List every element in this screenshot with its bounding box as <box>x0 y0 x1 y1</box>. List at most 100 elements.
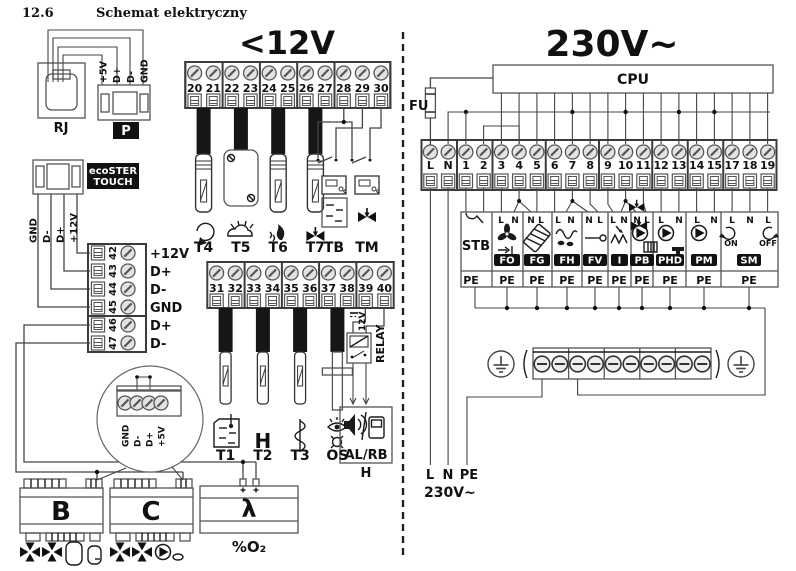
servo-valve-icon <box>628 199 645 213</box>
dhw-tank-icon <box>87 545 102 565</box>
terminal-block-20-30: 20 21 22 23 24 25 <box>184 61 392 109</box>
terminal-cell: 22 <box>223 64 240 109</box>
module-lambda-sub: %O₂ <box>232 538 266 556</box>
page-header: 12.6 Schemat elektryczny <box>22 6 247 21</box>
svg-text:N: N <box>567 216 575 226</box>
mixer-valve-icon <box>110 542 130 562</box>
pe-label: PE <box>696 274 712 287</box>
output-phd: L N PHD PE <box>656 216 684 287</box>
svg-text:GND: GND <box>150 301 183 316</box>
tb-tm-circuit <box>316 108 382 228</box>
terminal-row: 46 D+ <box>90 316 172 334</box>
sm-on-label: ON <box>724 239 738 248</box>
p-pin-label: D+ <box>112 67 123 83</box>
ecoster-wire-label: D- <box>42 230 53 243</box>
pe-terminal-strip <box>487 347 755 380</box>
module-c-label: C <box>141 497 160 527</box>
label-t3: T3 <box>290 448 309 464</box>
terminal-cell: 37 <box>320 264 337 309</box>
terminal-cell: N <box>440 143 457 189</box>
svg-text:L: L <box>694 216 700 226</box>
high-voltage-section: 230V~ CPU FU L N <box>409 24 779 501</box>
pe-label: PE <box>587 274 603 287</box>
stb-label: STB <box>462 239 490 254</box>
terminal-cell: 14 <box>688 143 705 189</box>
svg-text:D+: D+ <box>150 319 172 334</box>
svg-text:L: L <box>644 216 650 226</box>
fan-icon <box>497 223 517 241</box>
flame-icon <box>276 224 285 240</box>
terminal-cell: 12 <box>653 143 670 189</box>
module-b-label: B <box>51 497 71 527</box>
svg-text:39: 39 <box>358 282 373 295</box>
room-thermostat-tb-icon <box>321 175 348 196</box>
mixer-valve-icon <box>132 542 152 562</box>
ecoster-wire-label: GND <box>29 218 40 243</box>
svg-text:28: 28 <box>336 82 351 95</box>
output-fh: L N FH PE <box>554 216 580 287</box>
output-stb: STB PE <box>462 212 490 287</box>
module-b: B <box>19 478 104 542</box>
sm-off-label: OFF <box>759 239 777 248</box>
sensor-t3 <box>293 308 308 452</box>
svg-text:L: L <box>658 216 664 226</box>
svg-text:38: 38 <box>339 282 354 295</box>
svg-text:L: L <box>555 216 561 226</box>
terminal-cell: 19 <box>759 143 776 189</box>
svg-text:21: 21 <box>206 82 221 95</box>
svg-text:24: 24 <box>262 82 278 95</box>
cpu-box: CPU <box>492 64 774 94</box>
svg-text:11: 11 <box>636 159 651 172</box>
label-h: H <box>361 466 372 481</box>
module-lambda-label: λ <box>241 495 256 523</box>
terminal-block-31-40: 31 32 33 34 35 36 <box>206 261 395 309</box>
svg-text:43: 43 <box>108 264 119 278</box>
svg-text:46: 46 <box>108 318 119 332</box>
terminal-cell: 31 <box>208 264 225 309</box>
svg-text:GND: GND <box>122 425 132 447</box>
cpu-terminal-wires <box>447 93 770 144</box>
svg-text:N: N <box>444 159 453 172</box>
label-alrb: AL/RB <box>344 448 387 463</box>
servo-cw-icon <box>722 226 736 241</box>
room-thermostat-tm-icon <box>354 175 381 196</box>
svg-text:13: 13 <box>671 159 686 172</box>
svg-text:44: 44 <box>108 282 119 296</box>
label-t6: T6 <box>269 240 288 256</box>
sensor-t1 <box>213 308 240 448</box>
output-feed-wires <box>465 188 769 213</box>
relay-voltage: 12V <box>358 311 368 331</box>
svg-text:26: 26 <box>299 82 315 95</box>
terminal-row: 44 D- <box>90 280 166 298</box>
optical-sensor-icon <box>326 417 348 449</box>
svg-text:N: N <box>527 216 535 226</box>
svg-text:9: 9 <box>604 159 612 172</box>
output-fv: N L FV PE <box>583 216 607 287</box>
pump-icon <box>690 224 708 242</box>
svg-text:L: L <box>729 216 735 226</box>
label-t5: T5 <box>231 240 250 256</box>
terminal-cell: 11 <box>635 143 652 189</box>
ecoster-touch-panel: ecoSTER TOUCH <box>32 159 139 195</box>
terminal-cell: 5 <box>528 143 546 189</box>
svg-text:22: 22 <box>224 82 239 95</box>
terminal-cell: 8 <box>582 143 599 189</box>
svg-text:L: L <box>610 216 616 226</box>
svg-text:GND: GND <box>140 59 151 83</box>
svg-text:N: N <box>746 216 754 226</box>
fuse-label: FU <box>409 99 428 114</box>
magnifier-pin-label: GND <box>122 425 132 447</box>
p-pin-label: GND <box>140 59 151 83</box>
terminal-cell: 9 <box>599 143 617 189</box>
svg-text:N: N <box>511 216 519 226</box>
terminal-cell: 38 <box>338 264 356 309</box>
terminal-cell: 40 <box>376 264 393 309</box>
mixer-valve-icon <box>42 542 62 562</box>
tm-valve-icon <box>357 207 377 223</box>
svg-text:30: 30 <box>373 82 389 95</box>
output-code: I <box>618 256 622 267</box>
